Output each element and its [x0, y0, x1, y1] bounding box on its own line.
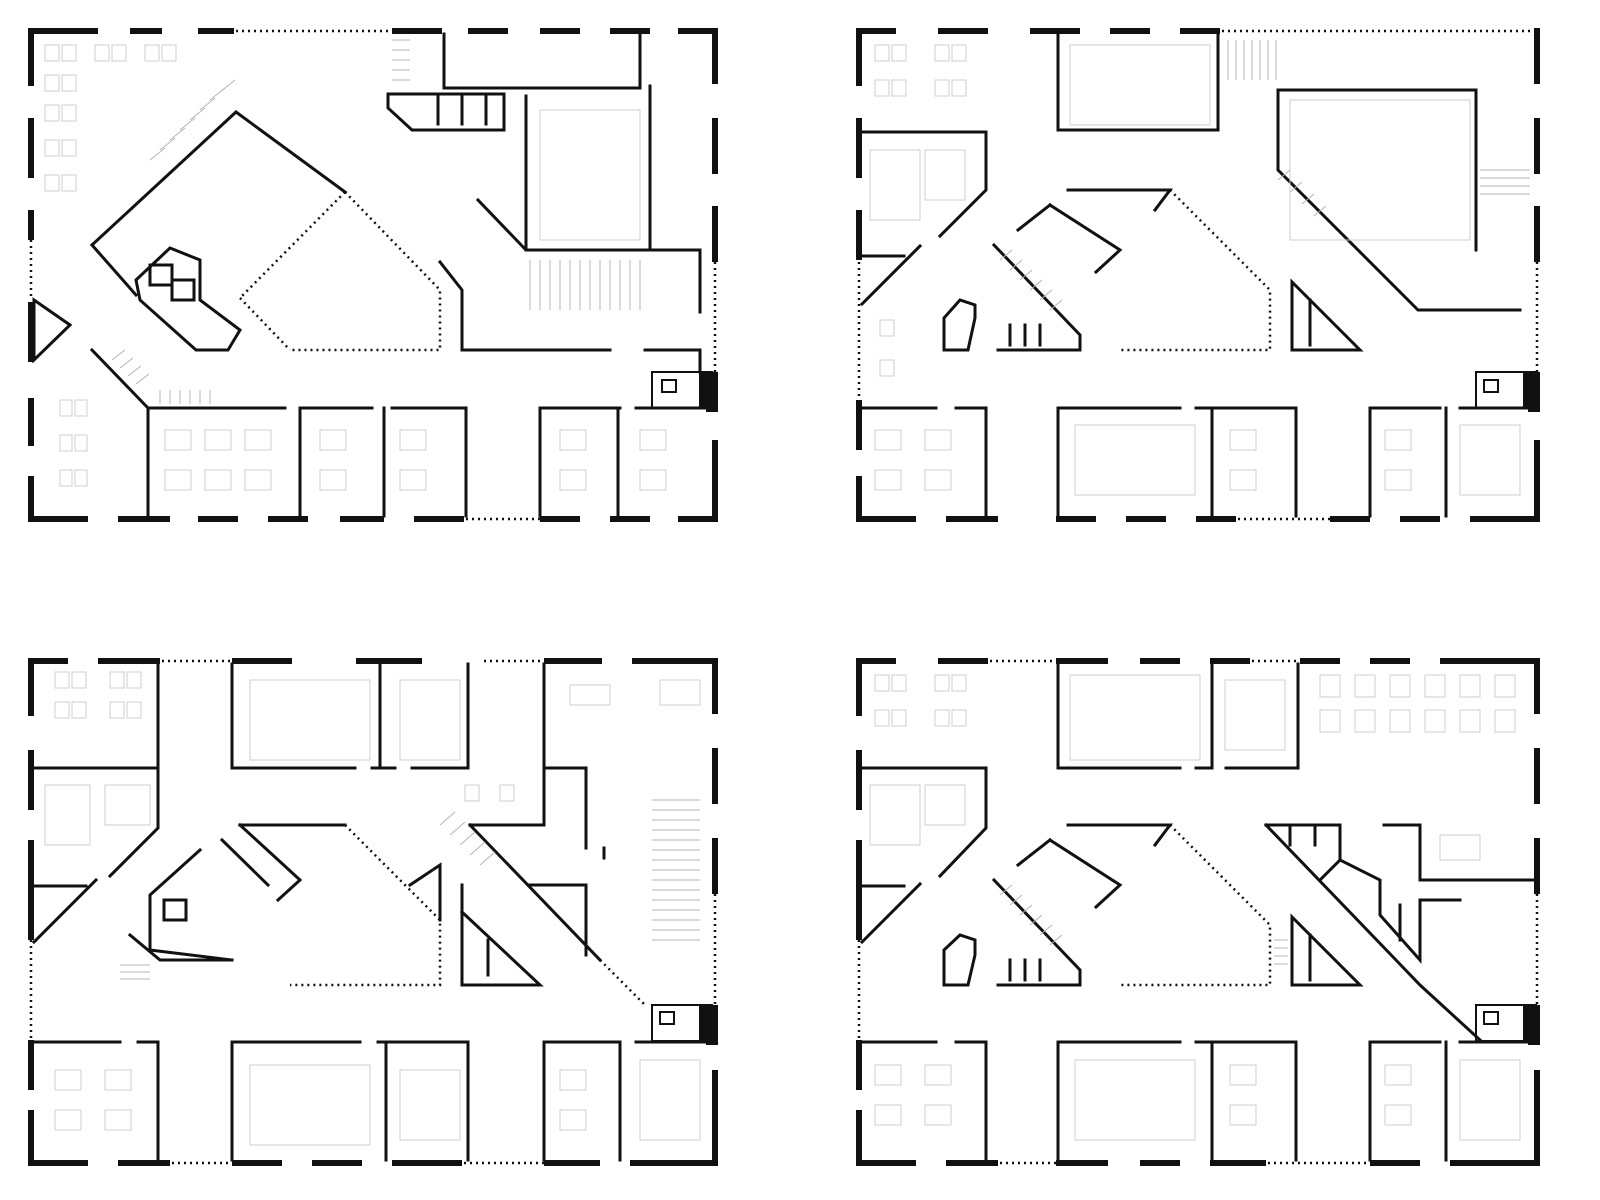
- elevator-core: [651, 1004, 713, 1042]
- interior-walls: [859, 662, 1536, 1162]
- floor-plan-top-right: [856, 28, 1540, 522]
- staircase: [999, 884, 1288, 965]
- staircase: [120, 799, 700, 980]
- interior-walls: [859, 32, 1536, 518]
- furniture: [44, 671, 701, 1146]
- exterior-wall: [28, 28, 718, 522]
- furniture: [869, 674, 1521, 1141]
- elevator-core: [1475, 371, 1537, 409]
- floor-plan-bottom-left: [28, 658, 718, 1166]
- interior-walls: [32, 32, 714, 518]
- furniture: [44, 44, 667, 491]
- exterior-wall: [856, 658, 1540, 1166]
- staircase: [999, 40, 1530, 311]
- furniture: [869, 44, 1521, 496]
- exterior-wall: [856, 28, 1540, 522]
- staircase: [111, 39, 641, 404]
- floor-plan-bottom-right: [856, 658, 1540, 1166]
- exterior-wall: [28, 658, 718, 1166]
- elevator-core: [651, 371, 713, 409]
- floor-plan-top-left: [28, 28, 718, 522]
- interior-walls: [31, 662, 714, 1162]
- elevator-core: [1475, 1004, 1537, 1042]
